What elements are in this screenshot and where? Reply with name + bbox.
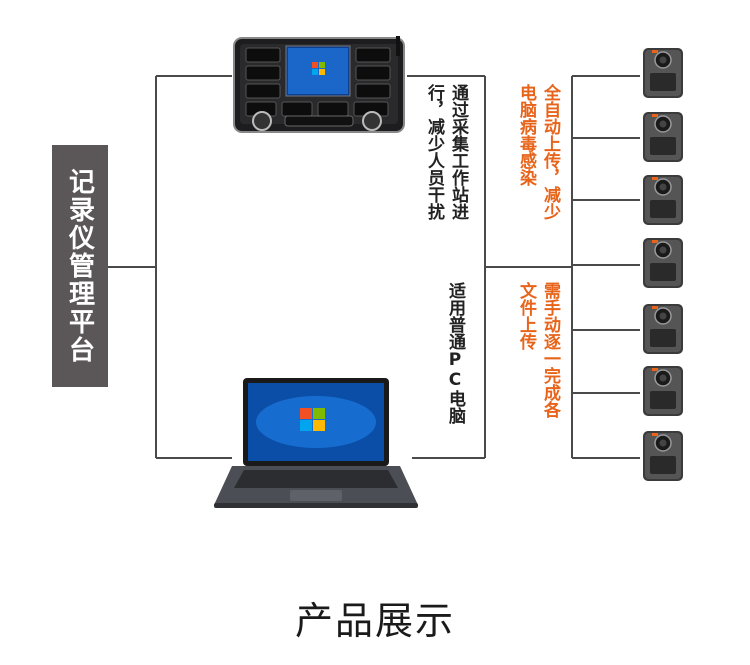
page-caption: 产品展示 (294, 599, 455, 643)
platform-label: 记录仪管理平台 (64, 168, 95, 364)
camera-1-icon (642, 47, 684, 99)
camera-7-icon (642, 430, 684, 482)
camera-6-icon (642, 365, 684, 417)
platform-box: 记录仪管理平台 (52, 145, 108, 387)
manual-upload-note-col2: 文件上传 (516, 282, 536, 350)
camera-2-icon (642, 111, 684, 163)
workstation-note-col2: 行，减少人员干扰 (424, 84, 444, 220)
camera-5-icon (642, 303, 684, 355)
workstation-note-col1: 通过采集工作站进 (448, 84, 468, 220)
manual-upload-note-col1: 需手动逐一完成各 (540, 282, 560, 418)
pc-note: 适用普通PC电脑 (445, 282, 465, 424)
camera-3-icon (642, 174, 684, 226)
auto-upload-note-col2: 电脑病毒感染 (516, 84, 536, 186)
auto-upload-note-col1: 全自动上传，减少 (540, 84, 560, 220)
camera-4-icon (642, 237, 684, 289)
